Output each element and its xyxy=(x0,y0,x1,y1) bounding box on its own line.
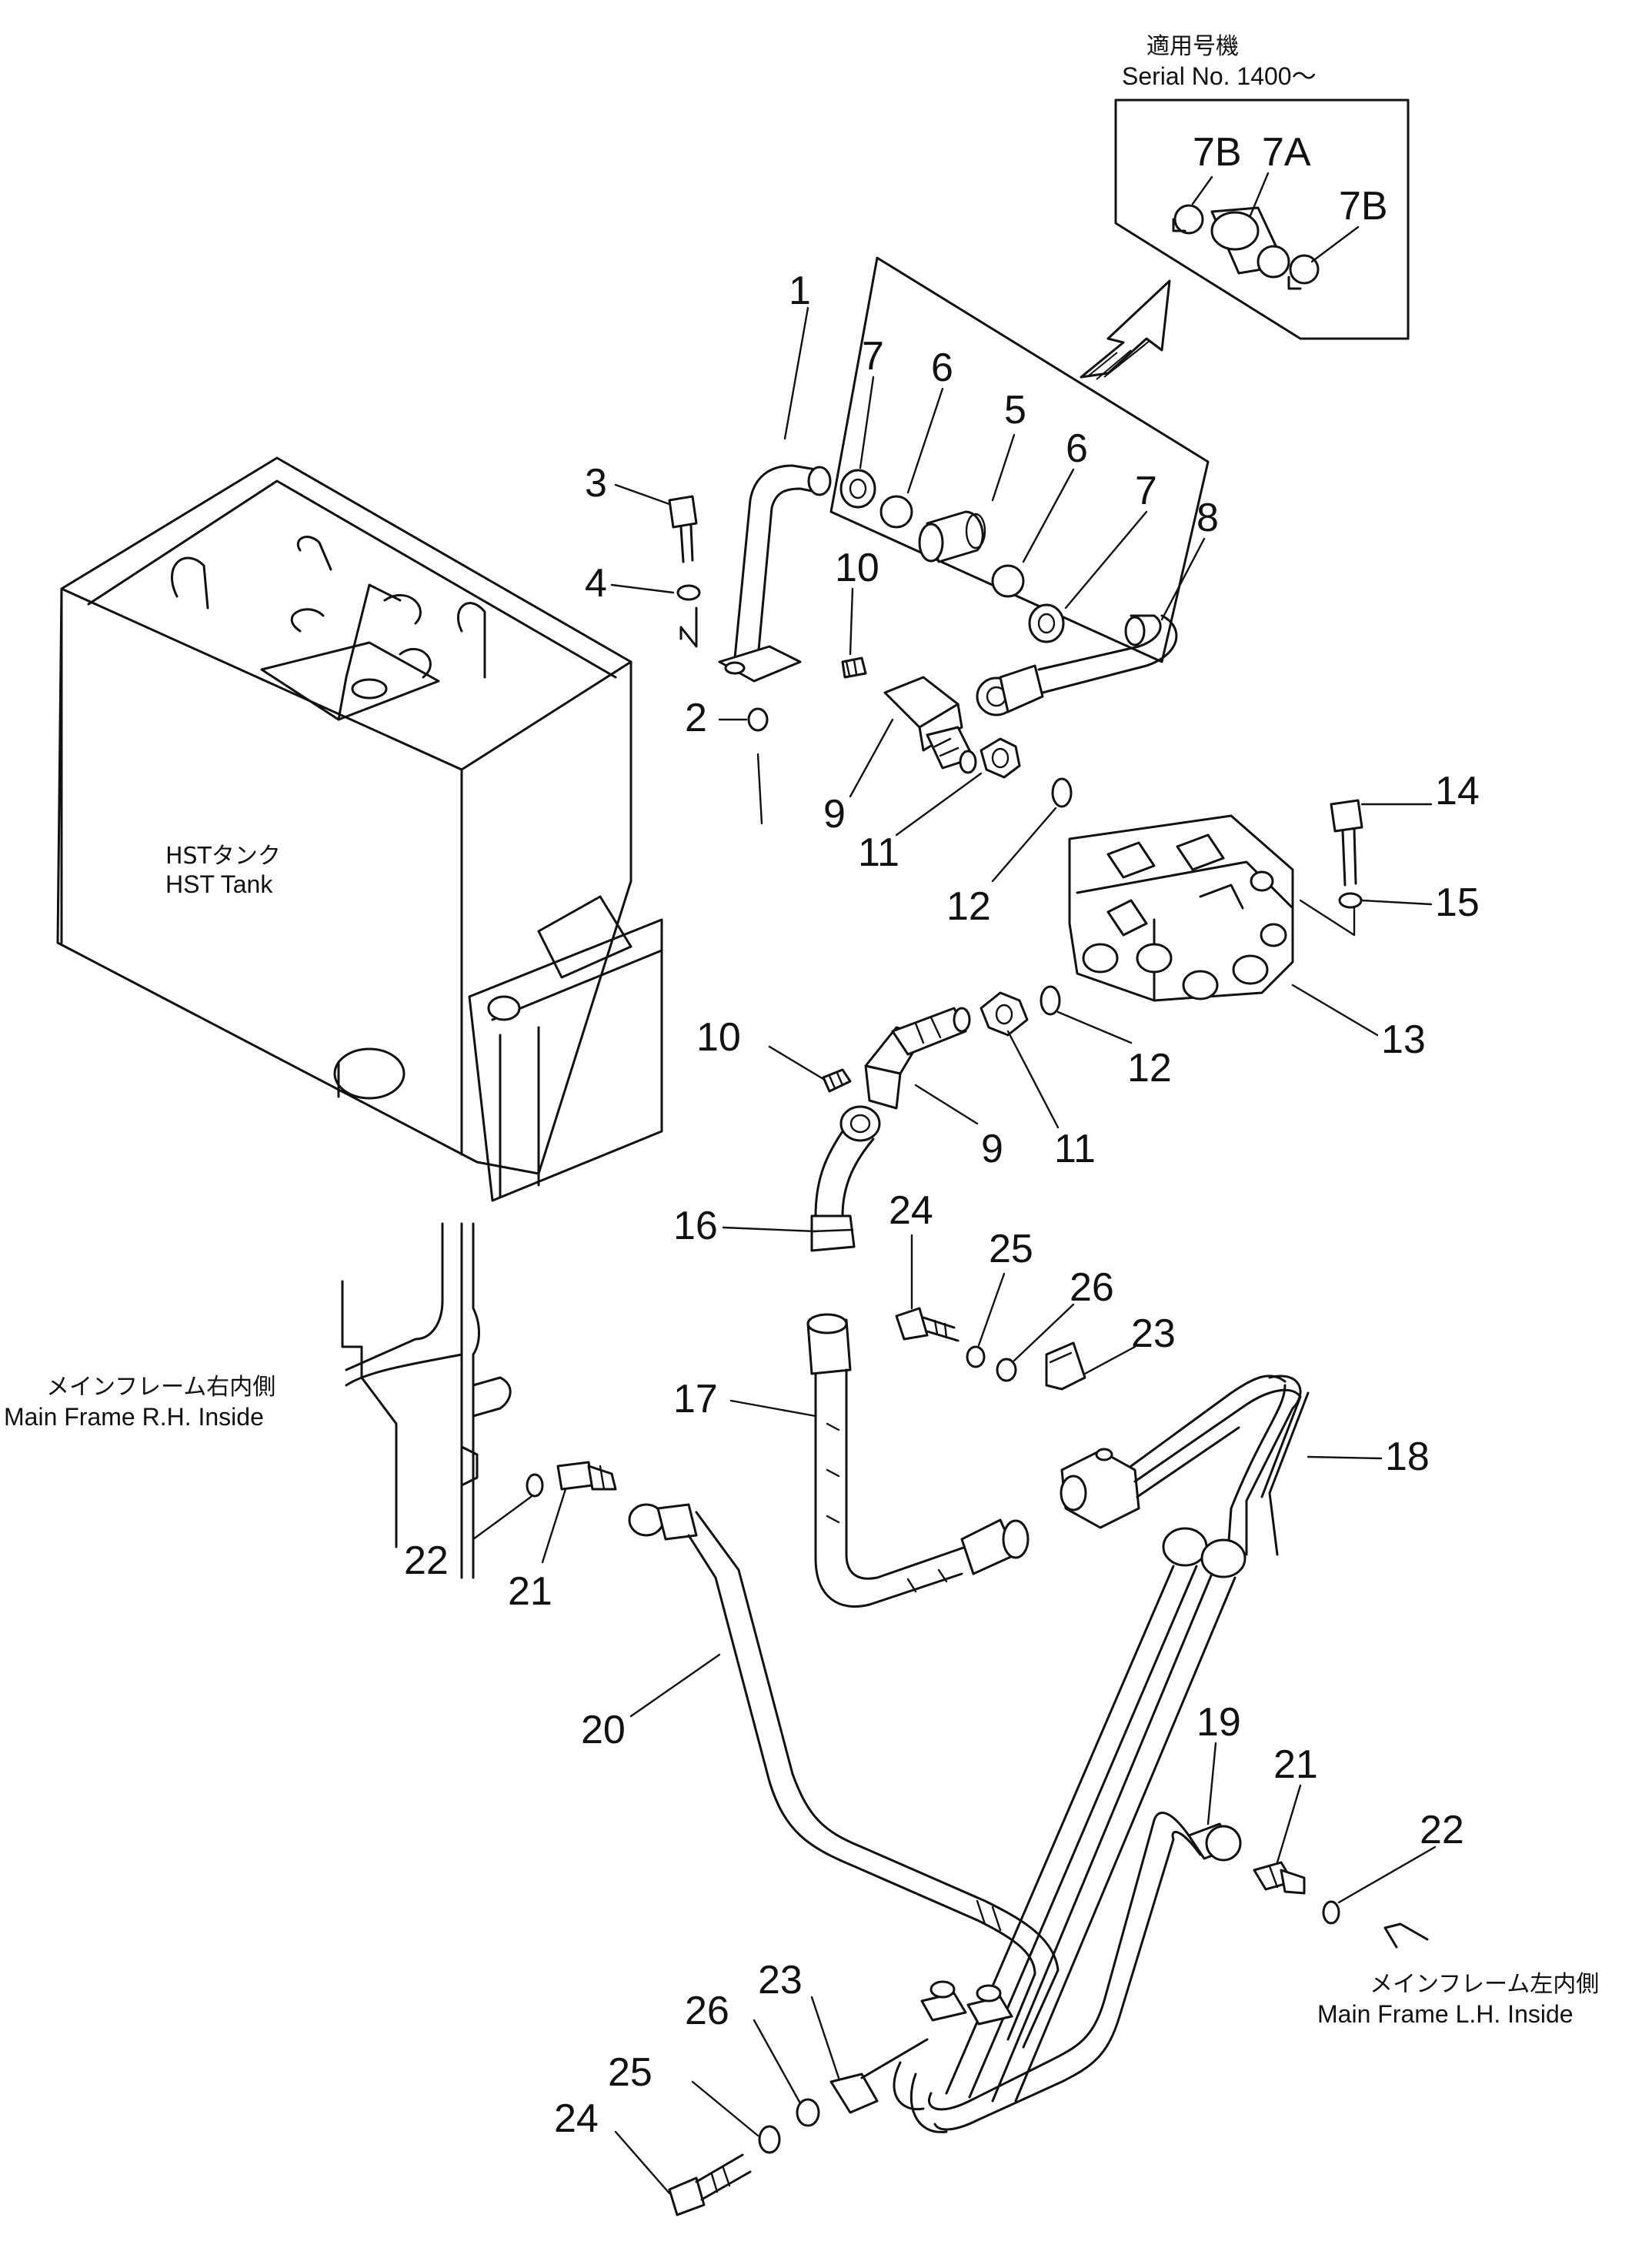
callout-9a: 9 xyxy=(823,792,846,837)
part-25-washer-upper xyxy=(966,1345,986,1368)
leader-2-dash xyxy=(756,753,763,825)
lower-pipe-bend xyxy=(893,1980,1013,2133)
callout-17: 17 xyxy=(673,1377,718,1421)
part-24-bolt-lower xyxy=(668,2153,752,2216)
part-15-washer xyxy=(1338,892,1363,909)
callout-6b: 6 xyxy=(1066,426,1088,471)
part-4-washer xyxy=(676,584,701,601)
coupling-group-panel xyxy=(829,256,1210,663)
part-3-bolt xyxy=(668,495,698,563)
callout-23b: 23 xyxy=(758,1958,803,2002)
part-25-washer-lower xyxy=(758,2125,781,2154)
callout-14: 14 xyxy=(1435,769,1480,813)
part-10-nipple-upper xyxy=(841,656,867,679)
callout-24a: 24 xyxy=(889,1188,933,1233)
callout-20: 20 xyxy=(581,1708,626,1752)
part-12-oring-lower xyxy=(1040,985,1061,1016)
part-8-pipe xyxy=(976,614,1178,716)
part-9-elbow-lower xyxy=(864,1007,971,1110)
callout-1: 1 xyxy=(789,269,811,313)
callout-25a: 25 xyxy=(989,1227,1033,1271)
callout-23a: 23 xyxy=(1131,1311,1176,1356)
leader-lines xyxy=(472,172,1437,2195)
callout-26a: 26 xyxy=(1070,1265,1114,1310)
part-12-oring-upper xyxy=(1051,777,1073,808)
frame-lh-label-en: Main Frame L.H. Inside xyxy=(1317,2000,1574,2028)
part-17-hose xyxy=(806,1313,1030,1608)
part-2-oring xyxy=(747,707,769,732)
callout-10a: 10 xyxy=(835,546,879,590)
callout-26b: 26 xyxy=(685,1989,729,2033)
callout-25b: 25 xyxy=(608,2050,652,2095)
callout-10b: 10 xyxy=(696,1015,741,1060)
part-26-washer-lower xyxy=(796,2098,820,2127)
serial-inset xyxy=(1114,99,1410,340)
part-10-nipple-lower xyxy=(822,1068,852,1093)
callout-22a: 22 xyxy=(404,1538,449,1583)
callout-9b: 9 xyxy=(981,1127,1003,1171)
pipe-18-down-c xyxy=(991,1572,1213,2103)
callout-7B-right: 7B xyxy=(1339,184,1388,229)
callout-7b: 7 xyxy=(1135,469,1157,513)
part-16-fitting xyxy=(810,1105,881,1252)
callout-11b: 11 xyxy=(1054,1127,1096,1171)
callout-12a: 12 xyxy=(946,884,991,929)
tank-label-en: HST Tank xyxy=(165,870,273,898)
part-26-washer-upper xyxy=(996,1358,1017,1382)
callout-19: 19 xyxy=(1196,1700,1241,1745)
callout-2: 2 xyxy=(685,696,707,740)
part-11-nut-upper xyxy=(980,737,1021,779)
callout-7B-left: 7B xyxy=(1193,130,1242,175)
callout-16: 16 xyxy=(673,1204,718,1248)
callout-7A: 7A xyxy=(1262,130,1311,175)
callout-6a: 6 xyxy=(931,346,953,390)
serial-label-en: Serial No. 1400～ xyxy=(1122,62,1317,90)
callout-12b: 12 xyxy=(1127,1046,1172,1091)
frame-rh-label-jp: メインフレーム右内側 xyxy=(46,1374,275,1401)
callout-24b: 24 xyxy=(554,2096,599,2141)
frame-lh-label-jp: メインフレーム左内側 xyxy=(1370,1971,1599,1998)
part-21-union-right xyxy=(1253,1861,1306,1895)
callout-3: 3 xyxy=(585,461,607,506)
callout-15: 15 xyxy=(1435,880,1480,925)
hst-tank xyxy=(56,456,663,1202)
callout-21a: 21 xyxy=(508,1569,552,1614)
part-11-nut-lower xyxy=(980,991,1029,1037)
part-22-oring-right xyxy=(1322,1900,1340,1925)
part-18-pipes xyxy=(1060,1374,1310,1578)
callout-4: 4 xyxy=(585,561,607,606)
part-20-pipe xyxy=(628,1503,1060,2049)
callout-numbers: 1 2 3 4 5 6 6 7 7 7B 7A 7B 8 9 9 10 10 1… xyxy=(404,130,1480,2141)
leader-4-dash xyxy=(679,606,698,648)
tank-label-jp: HSTタンク xyxy=(165,843,281,870)
part-1-pipe xyxy=(718,464,832,683)
main-frame-lh xyxy=(1383,1922,1429,1949)
callout-22b: 22 xyxy=(1420,1808,1464,1852)
serial-label-jp: 適用号機 xyxy=(1146,33,1239,60)
pipe-18-down-d xyxy=(1014,1576,1237,2103)
main-frame-rh xyxy=(341,1222,512,1579)
part-21-union-left xyxy=(556,1461,617,1491)
callout-13: 13 xyxy=(1381,1017,1426,1062)
part-14-bolt xyxy=(1330,799,1363,887)
part-22-oring-left xyxy=(526,1473,544,1498)
part-19-pipe xyxy=(928,1812,1242,2131)
frame-rh-label-en: Main Frame R.H. Inside xyxy=(4,1403,264,1431)
part-24-bolt-upper xyxy=(895,1307,960,1342)
callout-21b: 21 xyxy=(1273,1742,1318,1787)
callout-11a: 11 xyxy=(858,830,899,875)
callout-8: 8 xyxy=(1196,496,1219,540)
part-9-elbow-upper xyxy=(883,676,977,774)
part-13-valve xyxy=(1068,814,1356,1002)
part-23-clip-upper xyxy=(1045,1341,1086,1391)
arrow-to-inset xyxy=(1080,279,1171,380)
callout-18: 18 xyxy=(1385,1435,1430,1479)
callout-7a: 7 xyxy=(862,334,884,379)
callout-5: 5 xyxy=(1004,388,1026,433)
part-23-clip-lower xyxy=(829,2038,929,2114)
